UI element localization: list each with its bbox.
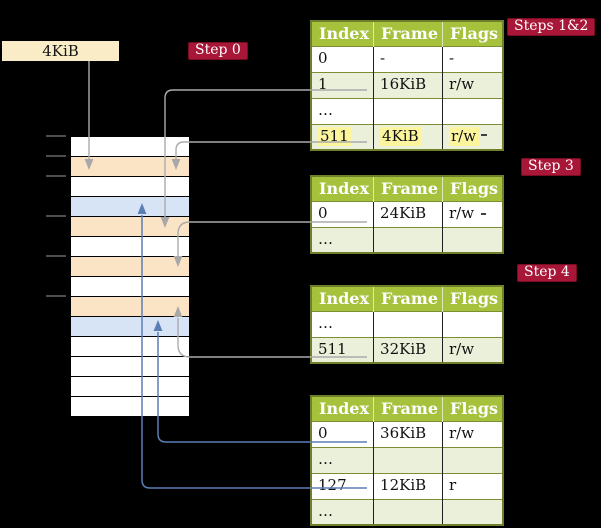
- table-cell: 0: [311, 420, 374, 447]
- table-cell: 24KiB: [373, 200, 443, 227]
- highlighted-value: 4KiB: [380, 126, 422, 146]
- memory-row-white: [71, 357, 189, 377]
- memory-row-white: [71, 277, 189, 297]
- column-header-flags: Flags: [442, 286, 504, 311]
- table-cell: [442, 446, 504, 473]
- table-cell: …: [311, 498, 374, 525]
- table-cell: 1: [311, 71, 374, 98]
- column-header-flags: Flags: [442, 396, 504, 421]
- table-cell: 36KiB: [373, 420, 443, 447]
- table-cell: 4KiB: [373, 123, 443, 150]
- memory-row-peach: [71, 297, 189, 317]
- table-cell: r/w: [442, 420, 504, 447]
- badge-steps-1-2: Steps 1&2: [507, 18, 596, 36]
- memory-row-peach: [71, 157, 189, 177]
- table-cell: [442, 226, 504, 253]
- table-row: …: [311, 97, 504, 124]
- table-cell: [442, 97, 504, 124]
- column-header-flags: Flags: [442, 21, 504, 46]
- memory-row-blue: [71, 197, 189, 217]
- frame-size-label: 4KiB: [42, 42, 79, 60]
- memory-row-peach: [71, 257, 189, 277]
- table-cell: [442, 310, 504, 337]
- table-row: …: [311, 446, 504, 473]
- column-header-frame: Frame: [373, 396, 444, 421]
- table-cell: [442, 498, 504, 525]
- badge-step-3: Step 3: [521, 158, 581, 176]
- table-cell: [373, 310, 443, 337]
- table-cell: [373, 498, 443, 525]
- column-header-frame: Frame: [373, 176, 444, 201]
- column-header-frame: Frame: [373, 21, 444, 46]
- table-cell: [373, 97, 443, 124]
- table-cell: …: [311, 97, 374, 124]
- table-cell: [373, 446, 443, 473]
- highlighted-value: 511: [318, 126, 352, 146]
- frame-size-box: 4KiB: [2, 41, 119, 61]
- memory-row-white: [71, 377, 189, 397]
- table-row: 511 4KiB r/w: [311, 123, 504, 150]
- memory-row-blue: [71, 317, 189, 337]
- badge-step-4: Step 4: [517, 264, 577, 282]
- address-ticks: [46, 135, 66, 297]
- table-cell: 12KiB: [373, 472, 443, 499]
- memory-column: [70, 136, 190, 417]
- badge-step-0: Step 0: [188, 42, 248, 60]
- table-cell: …: [311, 446, 374, 473]
- table-row: …: [311, 498, 504, 525]
- table-cell: r/w: [442, 71, 504, 98]
- table-row: …: [311, 310, 504, 337]
- column-header-frame: Frame: [373, 286, 444, 311]
- memory-row-white: [71, 177, 189, 197]
- memory-row-peach: [71, 217, 189, 237]
- column-header-index: Index: [311, 21, 375, 46]
- memory-row-white: [71, 337, 189, 357]
- table-row: …: [311, 226, 504, 253]
- table-cell: 511: [311, 336, 374, 363]
- table-cell: 0: [311, 200, 374, 227]
- table-cell: -: [442, 45, 504, 72]
- table-row: 0--: [311, 45, 504, 72]
- table-cell: 0: [311, 45, 374, 72]
- column-header-index: Index: [311, 286, 375, 311]
- table-cell: -: [373, 45, 443, 72]
- table-cell: 16KiB: [373, 71, 443, 98]
- column-header-index: Index: [311, 176, 375, 201]
- table-cell: r/w: [442, 123, 504, 150]
- memory-row-white: [71, 237, 189, 257]
- column-header-flags: Flags: [442, 176, 504, 201]
- table-cell: 127: [311, 472, 374, 499]
- highlighted-value: r/w: [449, 126, 480, 146]
- table-cell: r/w: [442, 200, 504, 227]
- table-cell: …: [311, 226, 374, 253]
- column-header-index: Index: [311, 396, 375, 421]
- table-cell: 511: [311, 123, 374, 150]
- table-cell: r/w: [442, 336, 504, 363]
- memory-row-white: [71, 397, 189, 417]
- memory-row-white: [71, 137, 189, 157]
- table-cell: …: [311, 310, 374, 337]
- table-cell: r: [442, 472, 504, 499]
- table-cell: 32KiB: [373, 336, 443, 363]
- table-cell: [373, 226, 443, 253]
